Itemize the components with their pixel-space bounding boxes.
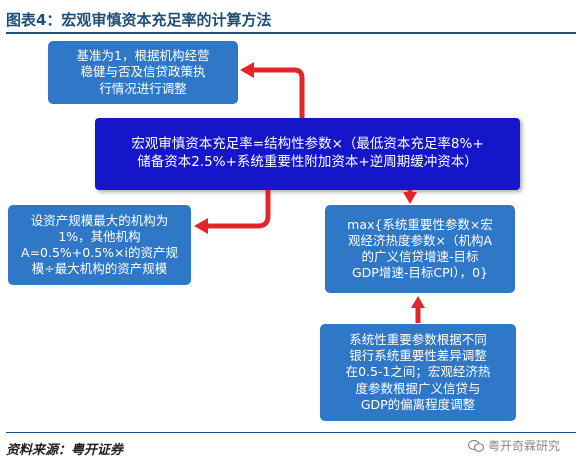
title-divider	[6, 32, 576, 34]
watermark: 粤开奇霖研究	[468, 437, 560, 454]
note-line: 基准为1，根据机构经营	[76, 48, 210, 64]
note-line: 1%，其他机构	[58, 228, 141, 244]
note-line: 系统性重要参数根据不同	[349, 331, 487, 347]
note-line: A=0.5%+0.5%×i的资产规	[21, 245, 178, 260]
note-line: 行情况进行调整	[99, 80, 187, 96]
figure-title: 图表4：宏观审慎资本充足率的计算方法	[6, 11, 272, 29]
note-box-parameter-adjustment: 系统性重要参数根据不同 银行系统重要性差异调整 在0.5-1之间；宏观经济热 度…	[320, 324, 516, 421]
note-line: 度参数根据广义信贷与	[355, 380, 481, 396]
note-box-structural-parameter: 基准为1，根据机构经营 稳健与否及信贷政策执 行情况进行调整	[48, 41, 238, 104]
main-formula-box: 宏观审慎资本充足率=结构性参数×（最低资本充足率8%+ 储备资本2.5%+系统重…	[95, 118, 520, 190]
arrowhead-left	[194, 218, 208, 234]
watermark-text: 粤开奇霖研究	[488, 439, 561, 453]
formula-line: 宏观审慎资本充足率=结构性参数×（最低资本充足率8%+	[131, 136, 484, 153]
note-line: 模÷最大机构的资产规模	[31, 261, 168, 277]
note-line: GDP增速-目标CPI），0}	[352, 265, 488, 281]
note-line: max{系统重要性参数×宏	[347, 216, 493, 232]
note-box-countercyclical-formula: max{系统重要性参数×宏 观经济热度参数×（机构A 的广义信贷增速-目标 GD…	[325, 205, 515, 293]
note-box-asset-scale: 设资产规模最大的机构为 1%，其他机构 A=0.5%+0.5%×i的资产规 模÷…	[8, 205, 191, 285]
note-line: 稳健与否及信贷政策执	[80, 64, 206, 80]
wechat-icon	[468, 439, 484, 452]
note-line: 设资产规模最大的机构为	[30, 212, 169, 228]
footer-divider	[6, 432, 576, 433]
note-line: 银行系统重要性差异调整	[349, 348, 487, 364]
arrow-to-structural-note	[252, 67, 305, 118]
note-line: 观经济热度参数×（机构A	[347, 232, 492, 248]
note-line: 的广义信贷增速-目标	[361, 249, 479, 264]
arrowhead-up	[411, 296, 425, 308]
source-note: 资料来源：粤开证券	[6, 443, 124, 458]
note-line: 在0.5-1之间；宏观经济热	[345, 364, 491, 380]
arrow-to-asset-note	[206, 190, 271, 229]
note-line: GDP的偏离程度调整	[360, 396, 476, 412]
formula-line: 储备资本2.5%+系统重要性附加资本+逆周期缓冲资本）	[137, 154, 478, 170]
arrowhead-down	[403, 192, 417, 204]
arrowhead-left	[240, 62, 254, 78]
